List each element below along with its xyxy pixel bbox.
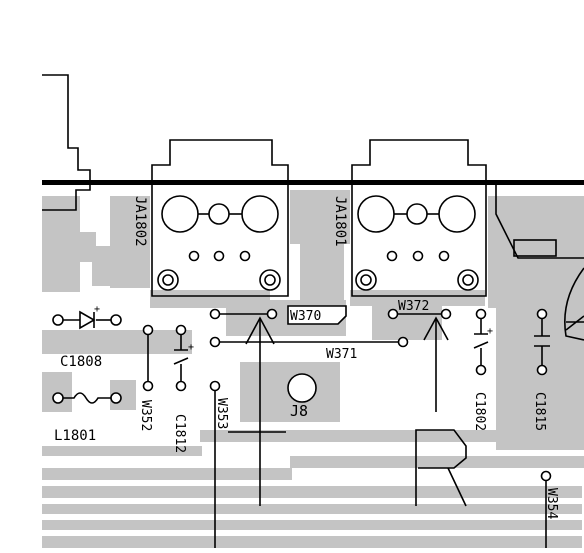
c1812-pad-top: [175, 324, 187, 336]
w372-label: W372: [398, 299, 429, 314]
ja1802-mount-hole-left-inner: [162, 274, 174, 286]
ja1801-mount-hole-left-inner: [360, 274, 372, 286]
w353-pad-mid: [209, 336, 221, 348]
c1802-label: C1802: [472, 392, 487, 431]
ja1802-connector: [157, 195, 281, 291]
copper-left-lower: [42, 330, 192, 354]
w353-pad-bottom: [209, 380, 221, 392]
w354-pad-top: [540, 470, 552, 482]
ja1801-jack-center: [406, 203, 428, 225]
ja1801-label: JA1801: [332, 196, 348, 247]
copper-right-block: [488, 196, 584, 308]
ja1801-pin-3: [438, 250, 450, 262]
copper-trace-row-6: [42, 504, 582, 514]
right-arc-outline: [564, 267, 584, 341]
ja1802-housing-outline: [151, 139, 289, 297]
copper-block-mid: [110, 196, 150, 288]
plus-c1808: +: [94, 304, 100, 315]
copper-band-1: [42, 372, 72, 412]
copper-trace-row-7: [42, 520, 582, 530]
copper-trace-row-8: [42, 536, 582, 548]
ja1802-jack-left: [161, 195, 199, 233]
copper-gap-mid: [290, 190, 350, 244]
outline-layer: [42, 74, 584, 341]
c1808-label: C1808: [60, 354, 102, 370]
w370-outline: [287, 305, 347, 325]
ja1802-pin-2: [213, 250, 225, 262]
copper-trace-row-3: [290, 456, 584, 468]
right-capacitor-edge: [565, 315, 584, 331]
w372-pad-left: [387, 308, 399, 320]
c1815-label: C1815: [532, 392, 547, 431]
copper-layer: [42, 190, 584, 548]
copper-pad-left-a: [62, 232, 96, 262]
copper-fingers-mid: [300, 244, 344, 304]
ja1802-pin-3: [239, 250, 251, 262]
c1808-diode-symbol: [79, 310, 96, 330]
w352-label: W352: [138, 400, 153, 431]
copper-right-lower: [496, 300, 584, 450]
c1808-pad-right: [110, 314, 122, 326]
ja1801-housing-outline: [351, 139, 487, 297]
j8-label: J8: [290, 402, 308, 420]
w353-pad-top: [209, 308, 221, 320]
arrow-left-head: [245, 316, 275, 345]
j8-test-point: [287, 373, 317, 403]
l1801-pad-left: [52, 392, 64, 404]
c1812-cap-symbol: [173, 349, 189, 365]
arrow-right-head: [423, 316, 449, 341]
ja1801-pin-1: [386, 250, 398, 262]
plus-c1802: +: [487, 326, 493, 337]
c1802-cap-symbol: [473, 333, 489, 349]
w370-pad-left: [266, 308, 278, 320]
r-shape-outline: [415, 429, 467, 507]
ja1802-label: JA1802: [132, 196, 148, 247]
plus-c1812: +: [188, 342, 194, 353]
w352-pad-top: [142, 324, 154, 336]
l1801-coil-symbol: [63, 392, 111, 404]
l1801-pad-right: [110, 392, 122, 404]
c1802-pad-top: [475, 308, 487, 320]
ja1801-mount-hole-right-inner: [462, 274, 474, 286]
ja1801-pin-2: [412, 250, 424, 262]
w371-pad-right: [397, 336, 409, 348]
c1808-pad-left: [52, 314, 64, 326]
ja1801-jack-left: [357, 195, 395, 233]
copper-trace-row-2: [42, 446, 202, 456]
c1812-pad-bottom: [175, 380, 187, 392]
board-divider-line: [42, 180, 584, 185]
copper-trace-row-4: [42, 468, 292, 480]
c1815-pad-top: [536, 308, 548, 320]
labels: C1808 L1801 W352 C1812 W353 W370 W371 W3…: [54, 299, 559, 519]
w371-label: W371: [326, 347, 357, 362]
ja1802-pin-1: [188, 250, 200, 262]
component-symbols: [52, 305, 552, 548]
copper-right-plane: [372, 300, 442, 340]
ja1801-connector: [355, 195, 479, 291]
c1812-label: C1812: [172, 414, 187, 453]
arrow-markers: [228, 315, 584, 507]
l1801-label: L1801: [54, 428, 96, 444]
board-edge-outline: [42, 74, 91, 211]
w354-label: W354: [544, 488, 559, 519]
w353-label: W353: [214, 398, 229, 429]
ja1801-jack-right: [438, 195, 476, 233]
c1815-cap-symbol: [534, 335, 550, 347]
right-housing-outline: [495, 184, 584, 259]
ja1802-jack-right: [241, 195, 279, 233]
w372-pad-right: [440, 308, 452, 320]
ja1802-jack-center: [208, 203, 230, 225]
w352-pad-bottom: [142, 380, 154, 392]
w370-label: W370: [290, 309, 321, 324]
copper-trace-row-1: [200, 430, 584, 442]
c1802-pad-bottom: [475, 364, 487, 376]
copper-trace-row-5: [42, 486, 582, 498]
c1815-pad-bottom: [536, 364, 548, 376]
right-small-box: [513, 239, 557, 257]
ja1802-mount-hole-right-inner: [264, 274, 276, 286]
